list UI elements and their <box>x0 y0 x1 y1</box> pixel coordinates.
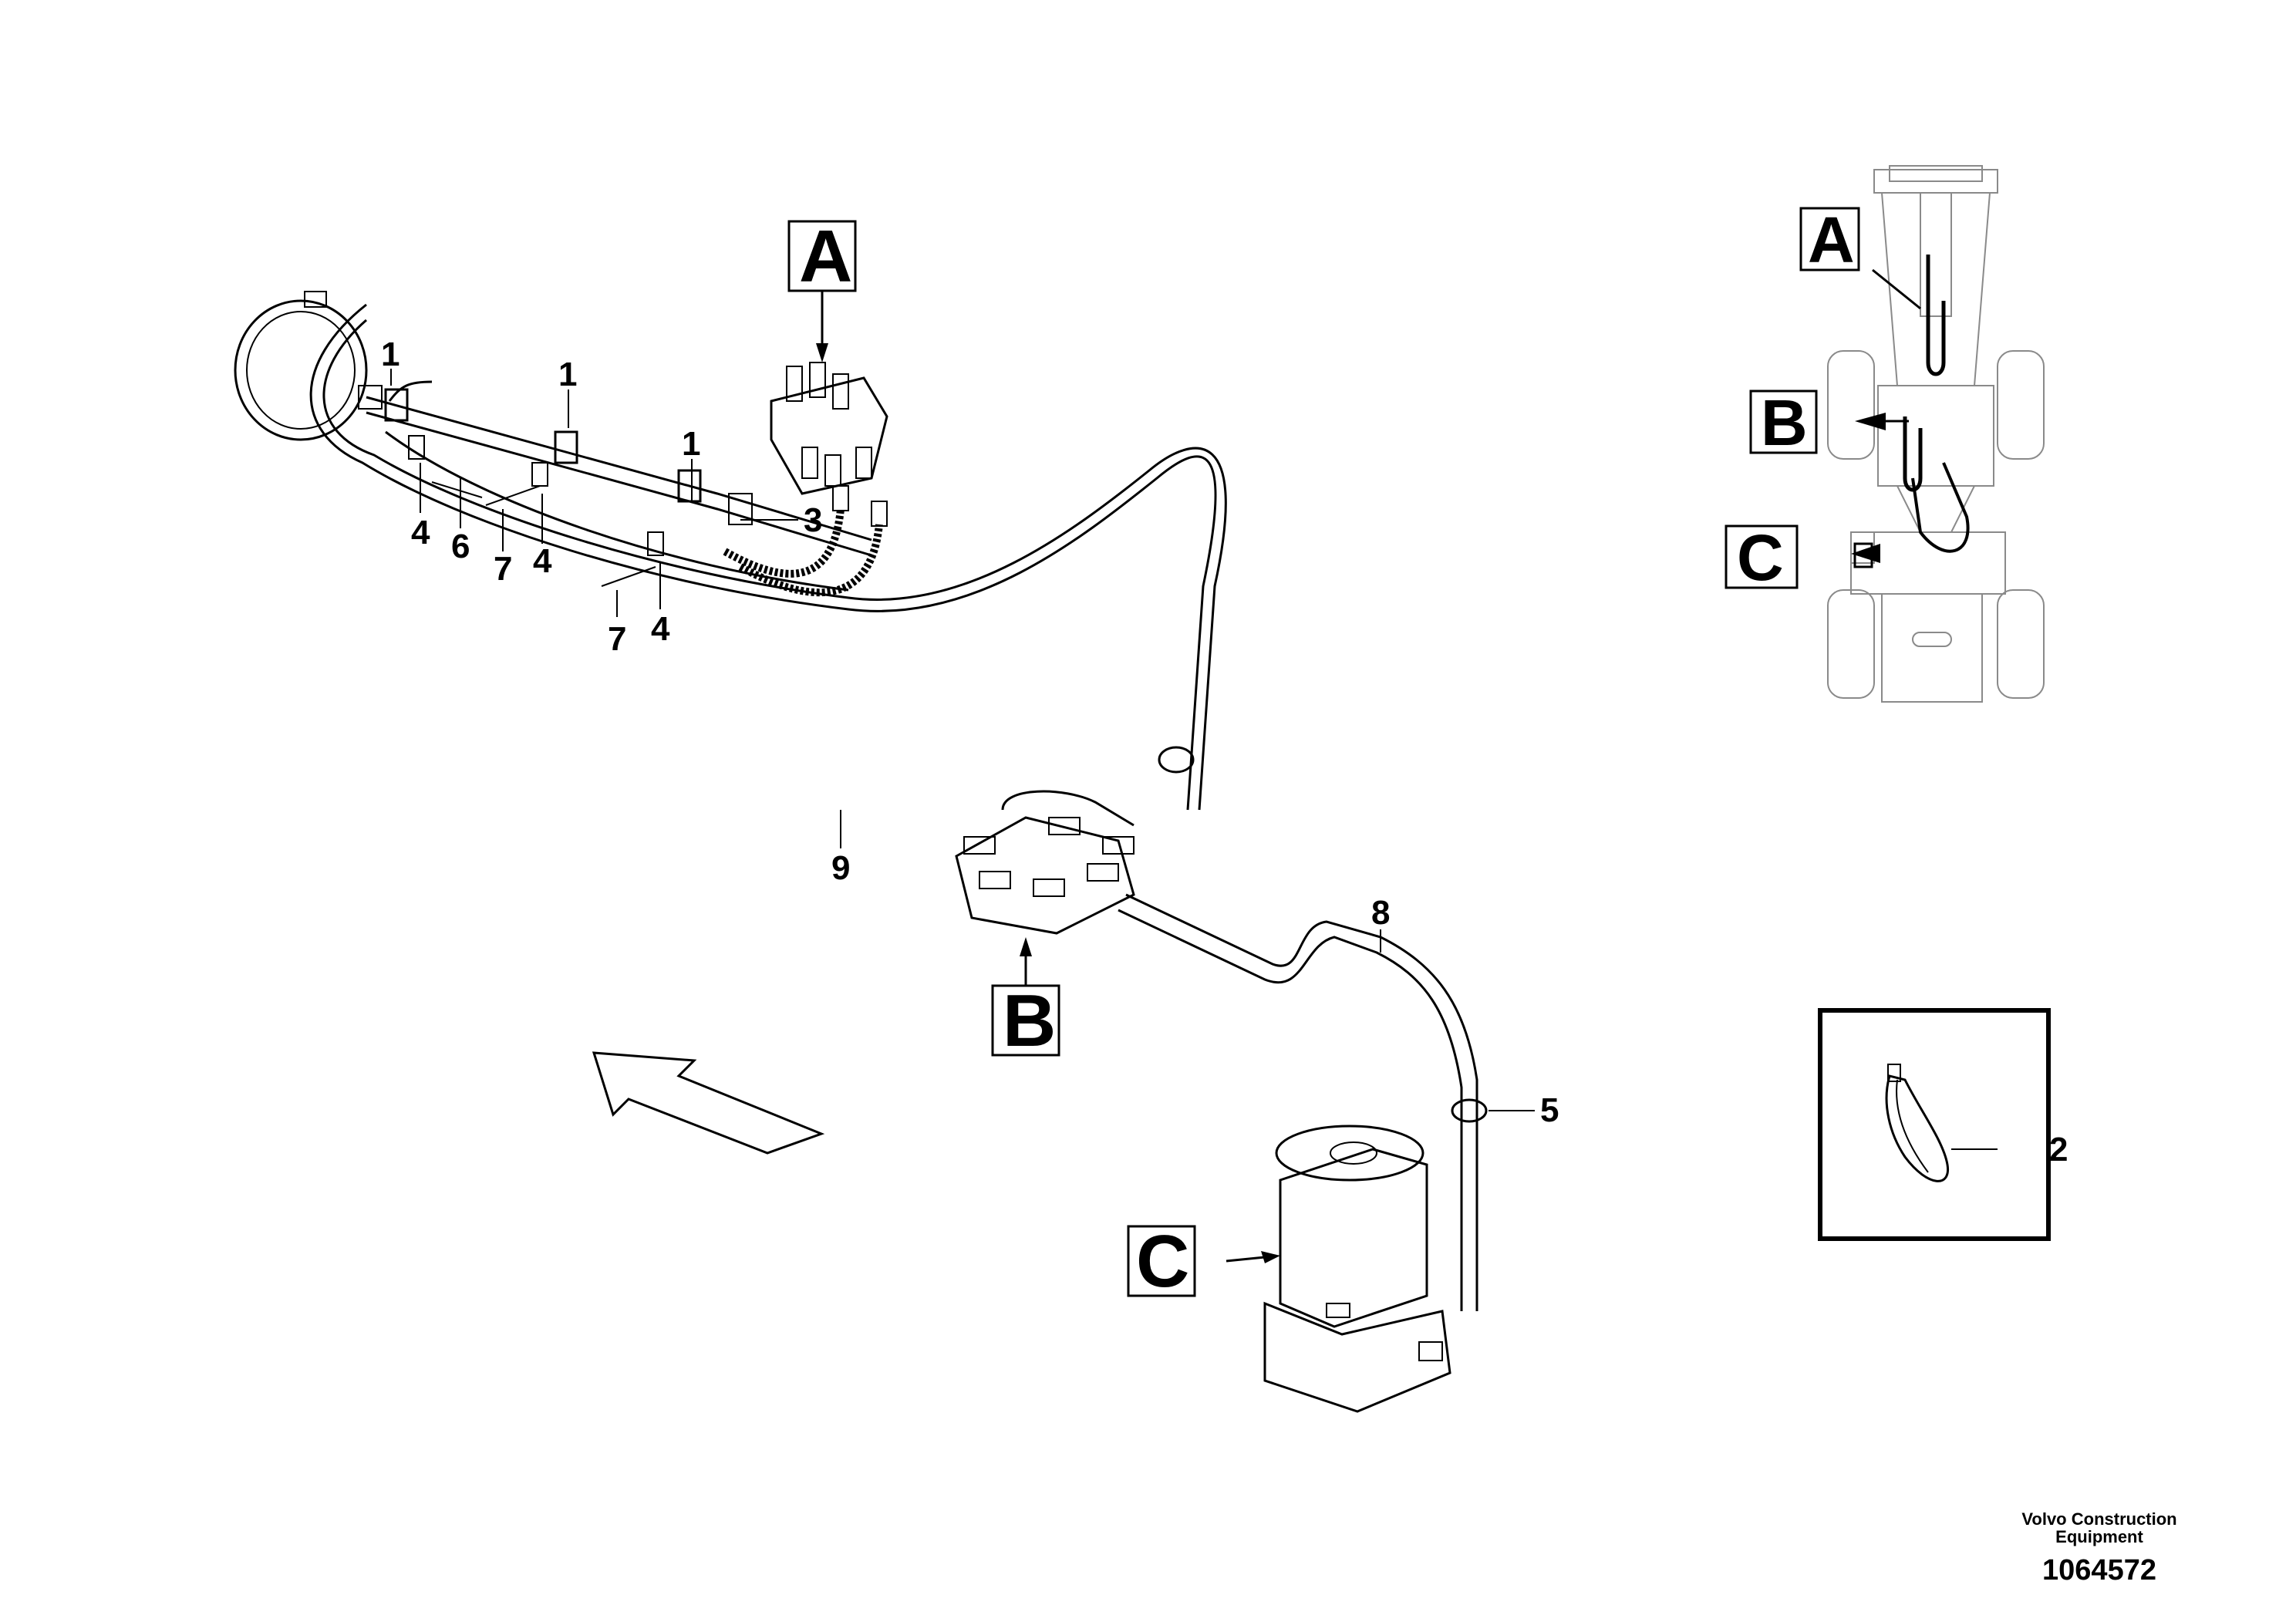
hose-line-9 <box>309 303 1227 811</box>
brand-line-2: Equipment <box>2055 1527 2143 1546</box>
callout-7a: 7 <box>494 550 512 588</box>
distributor-valve-b <box>955 790 1135 935</box>
direction-arrow <box>592 1051 825 1155</box>
callout-1c: 1 <box>682 425 700 463</box>
bracket-blocks <box>384 388 753 556</box>
callout-6: 6 <box>451 528 470 565</box>
distributor-valve-a <box>770 362 888 495</box>
bolts <box>431 481 656 587</box>
callout-7b: 7 <box>608 620 626 658</box>
ref-box-b-overview: B <box>1749 386 1818 459</box>
ref-box-c-overview: C <box>1725 521 1799 594</box>
document-number: 1064572 <box>2042 1554 2156 1587</box>
ref-box-a-main: A <box>787 215 857 298</box>
ref-label-b-overview: B <box>1761 386 1808 459</box>
ref-box-c-main: C <box>1127 1220 1196 1303</box>
overview-leaders <box>1851 268 1921 563</box>
ref-box-a-overview: A <box>1799 204 1860 276</box>
clip-on-line-9 <box>1158 746 1195 774</box>
callout-4c: 4 <box>651 610 670 648</box>
ref-label-b-main: B <box>1003 980 1056 1062</box>
lubrication-pump-c <box>1263 1125 1451 1413</box>
callout-9: 9 <box>831 849 850 887</box>
callout-4a: 4 <box>411 514 430 551</box>
clip-5 <box>1451 1098 1488 1123</box>
ring-clamp <box>234 291 383 441</box>
ref-label-a-overview: A <box>1808 204 1855 276</box>
callout-2: 2 <box>2049 1131 2068 1168</box>
cable-tie-detail <box>1818 1008 2051 1241</box>
callout-1b: 1 <box>558 356 577 393</box>
callout-3: 3 <box>804 501 822 539</box>
callout-1a: 1 <box>381 336 400 373</box>
ref-label-a-main: A <box>799 215 852 298</box>
callout-8: 8 <box>1371 894 1390 932</box>
hose-line-main <box>366 380 872 557</box>
brand-line-1: Volvo Construction <box>2021 1509 2176 1529</box>
callout-4b: 4 <box>533 542 552 580</box>
machine-overview <box>1827 165 2045 703</box>
ref-box-b-main: B <box>991 980 1060 1062</box>
callout-5: 5 <box>1540 1091 1559 1129</box>
ref-label-c-main: C <box>1136 1220 1189 1303</box>
ref-label-c-overview: C <box>1737 521 1784 594</box>
